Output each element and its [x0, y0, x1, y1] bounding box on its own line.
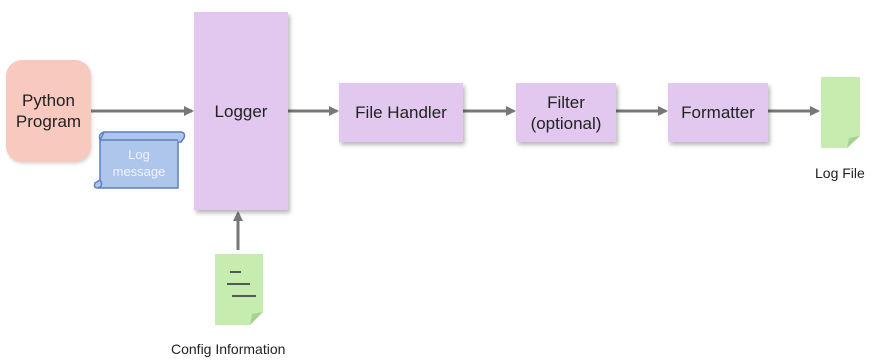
log-message-scroll-icon — [93, 131, 186, 189]
config-information-label: Config Information — [171, 341, 286, 357]
formatter-label: Formatter — [681, 103, 755, 122]
log-message-label: Log message — [112, 147, 166, 179]
filter-label: Filter (optional) — [530, 92, 602, 133]
python-program-box: Python Program — [6, 60, 91, 162]
log-file-label: Log File — [815, 165, 865, 181]
file-handler-label: File Handler — [355, 103, 447, 122]
logger-label: Logger — [214, 101, 268, 121]
filter-box: Filter (optional) — [516, 83, 616, 142]
file-handler-box: File Handler — [339, 83, 463, 142]
logger-box: Logger — [194, 12, 288, 210]
formatter-box: Formatter — [668, 83, 768, 142]
config-document-icon — [215, 254, 263, 325]
python-program-label: Python Program — [15, 91, 82, 131]
log-file-document-icon — [821, 77, 860, 148]
